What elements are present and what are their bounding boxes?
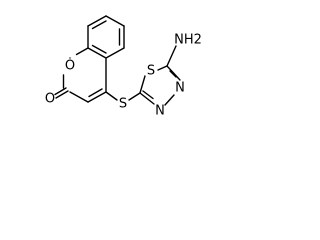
- bond-c2-carbonyl-b: [54, 87, 67, 96]
- bond-c3-c4: [87, 91, 107, 103]
- bond-c2-c3: [69, 91, 89, 103]
- bond-td-n3-c2-inner: [142, 90, 154, 100]
- atom-thioether-sulfur: S: [119, 97, 127, 112]
- bond-td-c5-n4-inner: [169, 70, 177, 78]
- bond-td-s1-c5: [157, 65, 168, 71]
- bond-td-n4-n3: [164, 94, 175, 106]
- atom-thiadiazole-n3: N: [155, 104, 165, 119]
- bonds: [54, 15, 181, 106]
- atom-amino-group: NH2: [174, 33, 202, 48]
- bond-c2-carbonyl-a: [55, 90, 69, 99]
- atom-labels: O O S S N N NH2: [45, 33, 202, 119]
- structure-canvas: O O S S N N NH2: [45, 15, 202, 119]
- bond-c8a-o1: [75, 47, 89, 56]
- bond-td-c2-s1: [139, 75, 146, 94]
- atom-thiadiazole-sulfur: S: [147, 64, 155, 79]
- bond-s-c2: [128, 92, 141, 101]
- bond-c3-c4-inner: [88, 88, 103, 98]
- bond-benzene-inner-1: [91, 20, 107, 30]
- atom-ring-oxygen: O: [65, 59, 75, 74]
- bond-benzene-2: [105, 15, 125, 27]
- bond-td-c5-n4: [166, 65, 181, 81]
- bond-c5-nh2: [166, 45, 177, 67]
- bond-benzene-5: [87, 47, 107, 59]
- atom-carbonyl-oxygen: O: [45, 92, 55, 107]
- bond-c4-s: [105, 91, 118, 101]
- bond-benzene-1: [87, 15, 107, 27]
- bond-benzene-inner-3: [91, 44, 107, 54]
- chemical-structure-drawing: O O S S N N NH2: [45, 15, 202, 119]
- bond-benzene-4: [105, 47, 125, 59]
- bond-td-n3-c2: [139, 92, 155, 105]
- atom-thiadiazole-n4: N: [175, 81, 185, 96]
